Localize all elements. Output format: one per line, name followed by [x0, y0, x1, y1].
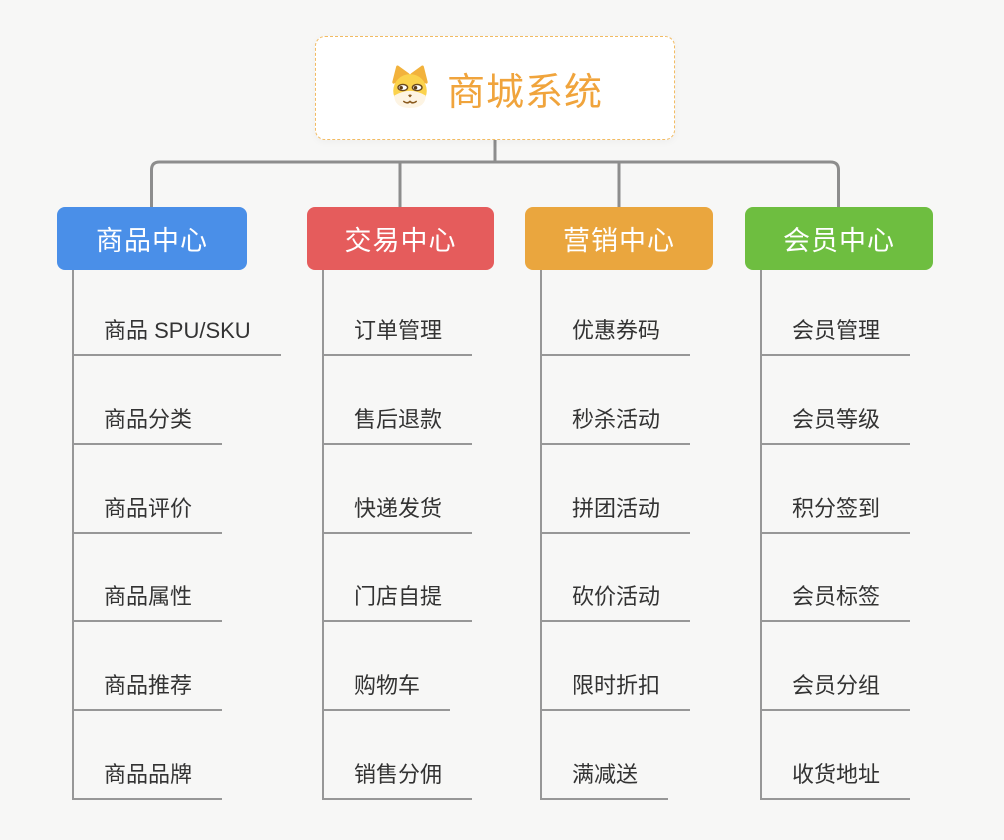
- subtopic[interactable]: 商品分类: [72, 409, 223, 445]
- subtopic[interactable]: 会员标签: [760, 586, 911, 622]
- subtopic[interactable]: 订单管理: [322, 320, 473, 356]
- branch-topic-label: 商品中心: [96, 226, 208, 256]
- branch-topic-label: 交易中心: [344, 226, 457, 256]
- subtopic[interactable]: 商品品牌: [72, 764, 223, 800]
- subtopic[interactable]: 销售分佣: [322, 764, 473, 800]
- subtopic[interactable]: 会员管理: [760, 320, 911, 356]
- branch-topic-label: 会员中心: [783, 226, 895, 256]
- root-branch-connector-lines: [150, 140, 840, 208]
- subtopic[interactable]: 会员等级: [760, 409, 911, 445]
- subtopic[interactable]: 商品 SPU/SKU: [72, 320, 281, 356]
- branch-trunk-line: [322, 268, 324, 800]
- subtopic[interactable]: 优惠券码: [540, 320, 691, 356]
- doge-dog-face-icon: [392, 65, 428, 108]
- branch-topic-3[interactable]: 会员中心: [745, 207, 933, 270]
- subtopic[interactable]: 门店自提: [322, 586, 473, 622]
- root-topic[interactable]: 商城系统: [315, 36, 675, 140]
- subtopic[interactable]: 商品推荐: [72, 675, 223, 711]
- subtopic[interactable]: 砍价活动: [540, 586, 691, 622]
- branch-topic-1[interactable]: 交易中心: [307, 207, 494, 270]
- branch-topic-2[interactable]: 营销中心: [525, 207, 713, 270]
- subtopic[interactable]: 售后退款: [322, 409, 473, 445]
- subtopic[interactable]: 秒杀活动: [540, 409, 691, 445]
- branch-topic-label: 营销中心: [563, 226, 675, 256]
- subtopic[interactable]: 商品评价: [72, 498, 223, 534]
- branch-trunk-line: [540, 268, 542, 800]
- subtopic[interactable]: 拼团活动: [540, 498, 691, 534]
- subtopic[interactable]: 会员分组: [760, 675, 911, 711]
- branch-trunk-line: [760, 268, 762, 800]
- subtopic[interactable]: 收货地址: [760, 764, 911, 800]
- subtopic[interactable]: 限时折扣: [540, 675, 691, 711]
- branch-trunk-line: [72, 268, 74, 800]
- subtopic[interactable]: 积分签到: [760, 498, 911, 534]
- root-topic-title: 商城系统: [446, 71, 603, 114]
- branch-topic-0[interactable]: 商品中心: [57, 207, 247, 270]
- subtopic[interactable]: 购物车: [322, 675, 451, 711]
- subtopic[interactable]: 商品属性: [72, 586, 223, 622]
- subtopic[interactable]: 快递发货: [322, 498, 473, 534]
- subtopic[interactable]: 满减送: [540, 764, 669, 800]
